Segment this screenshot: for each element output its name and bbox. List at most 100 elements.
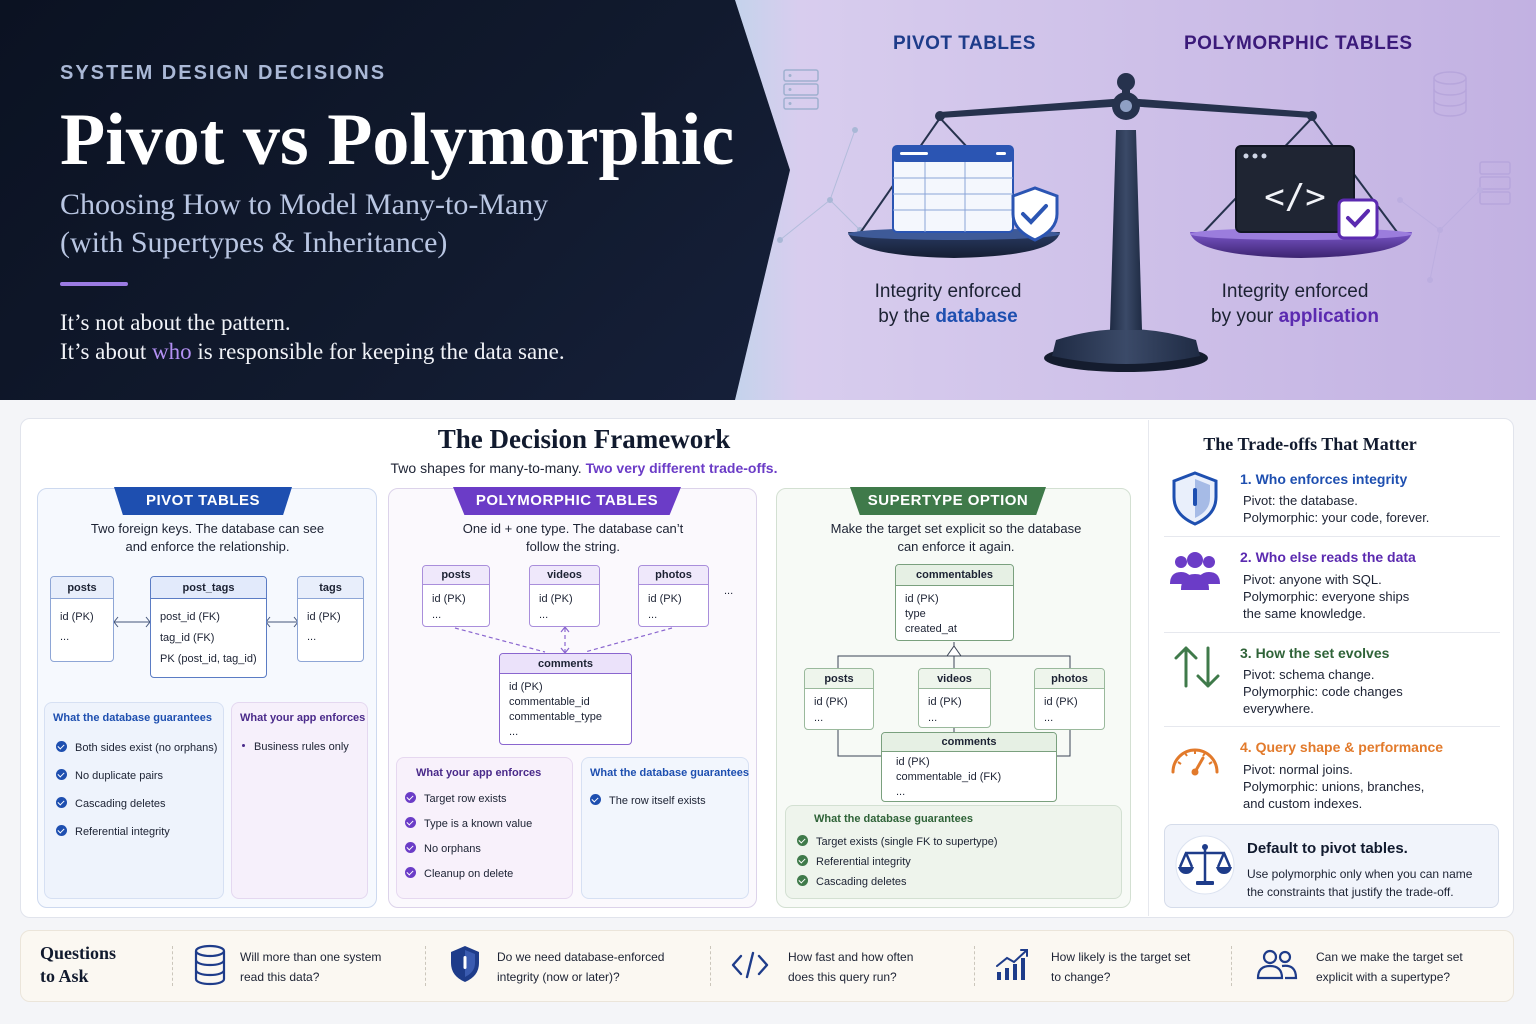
pivot-scale-caption: Integrity enforced by the database [848,279,1048,329]
list-item-text: Cascading deletes [75,798,166,810]
supertype-description: Make the target set explicit so the data… [780,520,1132,556]
subtitle-line-1: Choosing How to Model Many-to-Many [60,188,549,221]
super-table-comments: comments id (PK) commentable_id (FK) ... [881,732,1057,802]
default-heading: Default to pivot tables. [1247,840,1408,857]
tradeoff-4-body: Pivot: normal joins. Polymorphic: unions… [1243,761,1483,812]
question-5: Can we make the target set explicit with… [1316,947,1463,987]
question-text: How likely is the target set [1051,950,1191,964]
question-text: does this query run? [788,970,897,984]
default-text: Use polymorphic only when you can name [1247,867,1473,881]
poly-caption-line1: Integrity enforced [1221,281,1369,302]
table-header: comments [882,733,1056,752]
tagline-1: It’s not about the pattern. [60,310,291,335]
table-header: commentables [896,565,1013,586]
pivot-table-posts: posts id (PK) ... [50,576,114,662]
pivot-app-enforces-panel [231,702,368,899]
subtitle-line-2: (with Supertypes & Inheritance) [60,226,448,259]
divider [1231,946,1232,986]
divider [172,946,173,986]
question-text: How fast and how often [788,950,914,964]
list-item-text: Cascading deletes [816,876,907,888]
table-row: id (PK) [307,611,341,623]
bullet-icon [242,744,245,747]
table-header: posts [51,577,113,599]
question-3: How fast and how often does this query r… [788,947,913,987]
question-text: integrity (now or later)? [497,970,620,984]
table-row: commentable_id [509,696,590,708]
divider [1164,632,1500,633]
scale-pivot-heading: PIVOT TABLES [893,33,1036,54]
users-group-icon [1170,552,1220,590]
list-item: Type is a known value [405,817,532,830]
table-row: commentable_type [509,711,602,723]
tagline-2: It’s about who is responsible for keepin… [60,339,565,365]
tradeoff-text: the same knowledge. [1243,606,1366,621]
more-tables-ellipsis: ... [724,585,734,597]
list-item-text: Cleanup on delete [424,868,514,880]
poly-table-comments: comments id (PK) commentable_id commenta… [499,653,632,745]
page-title: Pivot vs Polymorphic [60,99,735,181]
up-down-arrows-icon [1174,646,1220,688]
check-icon [56,825,67,836]
table-row: id (PK) [60,611,94,623]
tradeoff-text: Polymorphic: your code, forever. [1243,510,1430,525]
table-row: ... [1044,712,1054,724]
table-row: id (PK) [905,593,939,605]
framework-sub-b: Two very different trade-offs. [585,460,778,476]
network-lines-decor-right [1397,187,1483,283]
table-row: id (PK) [432,593,466,605]
pivot-ribbon: PIVOT TABLES [114,487,292,515]
list-item: Cascading deletes [56,797,166,810]
shield-icon [1172,471,1218,526]
accent-divider [60,282,128,286]
tradeoff-3-heading: 3. How the set evolves [1240,645,1390,661]
pivot-desc-1: Two foreign keys. The database can see [90,521,325,536]
list-item-text: No orphans [424,843,481,855]
check-icon [405,792,416,803]
pivot-app-enforces-title: What your app enforces [240,712,366,724]
check-icon [797,855,808,866]
question-text: Can we make the target set [1316,950,1463,964]
table-row: ... [896,786,906,798]
table-row: ... [307,631,317,643]
list-item-text: Business rules only [254,741,349,753]
question-text: to change? [1051,970,1111,984]
users-icon [1256,949,1298,980]
check-icon [797,835,808,846]
divider [425,946,426,986]
check-icon [405,842,416,853]
framework-subtitle: Two shapes for many-to-many. Two very di… [20,460,1148,476]
list-item: Target exists (single FK to supertype) [797,835,998,848]
table-row: id (PK) [539,593,573,605]
default-body: Use polymorphic only when you can name t… [1247,865,1497,901]
table-row: post_id (FK) [160,611,220,623]
tagline-2-a: It’s about [60,339,152,364]
code-glyph: </> [1264,177,1325,217]
growth-chart-icon [996,949,1028,980]
table-row: id (PK) [814,696,848,708]
poly-desc-2: follow the string. [526,539,620,554]
table-row: ... [432,609,442,621]
tradeoff-text: Polymorphic: unions, branches, [1243,779,1425,794]
poly-table-videos: videos id (PK) ... [529,565,600,627]
tradeoff-2-body: Pivot: anyone with SQL. Polymorphic: eve… [1243,571,1483,622]
super-db-guarantees-title: What the database guarantees [814,813,973,825]
divider [710,946,711,986]
pivot-db-guarantees-panel [44,702,224,899]
list-item: Referential integrity [56,825,170,838]
list-item: Cascading deletes [797,875,907,888]
shield-icon [451,946,479,982]
table-row: ... [539,609,549,621]
gauge-icon [1171,748,1219,776]
super-table-photos: photos id (PK) ... [1034,668,1105,730]
super-table-commentables: commentables id (PK) type created_at [895,564,1014,641]
pivot-table-post-tags: post_tags post_id (FK) tag_id (FK) PK (p… [150,576,267,678]
poly-app-enforces-panel [396,757,573,899]
supertype-ribbon: SUPERTYPE OPTION [850,487,1046,515]
database-icon [1433,71,1467,117]
scale-icon [1175,835,1235,895]
tradeoff-1-body: Pivot: the database. Polymorphic: your c… [1243,492,1483,526]
question-1: Will more than one system read this data… [240,947,381,987]
scale-poly-heading: POLYMORPHIC TABLES [1184,33,1413,54]
table-header: tags [298,577,363,599]
